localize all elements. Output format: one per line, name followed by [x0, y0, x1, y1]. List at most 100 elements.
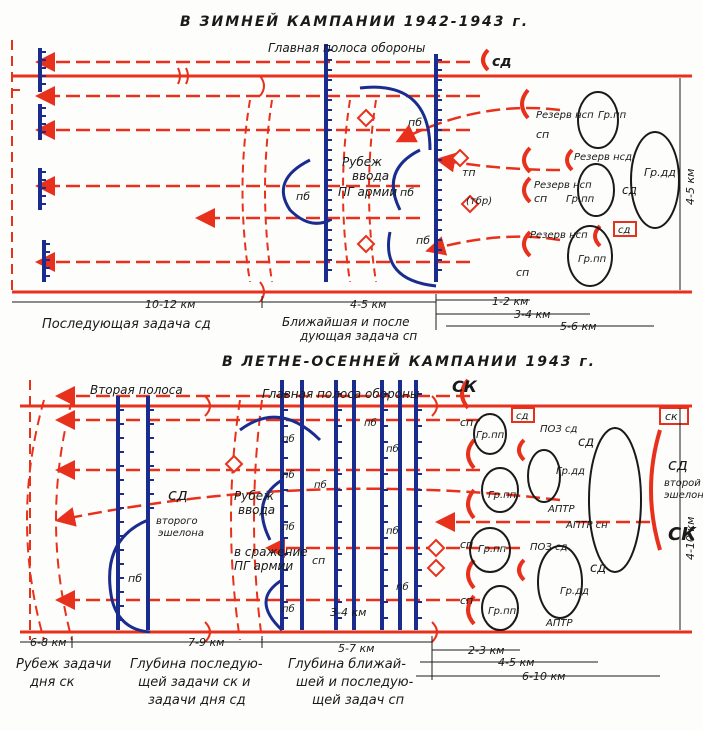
- summer-caption-1a: Рубеж задачи: [16, 657, 111, 672]
- winter-reserve-ovals: [567, 91, 680, 287]
- winter-dim-2: 4-5 км: [350, 298, 386, 311]
- winter-dim-1: 10-12 км: [145, 298, 195, 311]
- winter-rubezh-2: ввода: [352, 169, 389, 183]
- winter-objective-lines: [38, 44, 438, 288]
- summer-dim-6: 6-10 км: [522, 670, 565, 683]
- winter-sp-3: сп: [516, 266, 529, 279]
- summer-caption-3b: шей и последую-: [296, 675, 414, 690]
- summer-flags: [511, 407, 689, 425]
- summer-rubezh-3: в сражение: [234, 545, 308, 559]
- summer-sp-1: сп: [460, 416, 473, 429]
- summer-pb-j: пб: [128, 572, 142, 585]
- summer-sd-second-3: эшелона: [158, 528, 204, 539]
- winter-tick-marks: [40, 49, 442, 277]
- summer-rubezh-1: Рубеж: [234, 489, 274, 503]
- summer-caption-2c: задачи дня сд: [148, 693, 246, 708]
- winter-caption-2a: Ближайшая и после: [282, 315, 409, 329]
- winter-pb-1: пб: [296, 190, 310, 203]
- summer-sd-right-1: сд: [668, 455, 688, 474]
- summer-pb-f: пб: [364, 417, 377, 429]
- summer-caption-2b: щей задачи ск и: [138, 675, 251, 690]
- summer-caption-3c: щей задач сп: [312, 693, 405, 708]
- winter-dim-5: 5-6 км: [560, 320, 596, 333]
- summer-dim-1: 6-8 км: [30, 636, 66, 649]
- summer-dim-2: 7-9 км: [188, 636, 224, 649]
- winter-main-belt-label: Главная полоса обороны: [268, 41, 425, 55]
- summer-pb-b: пб: [282, 469, 295, 481]
- summer-dim-5: 4-5 км: [498, 656, 534, 669]
- summer-caption-1b: дня ск: [29, 675, 75, 690]
- winter-pb-2: пб: [408, 116, 422, 129]
- summer-sp-3: сп: [460, 538, 473, 551]
- summer-reserve-ovals: [469, 413, 642, 631]
- winter-tp: тп: [462, 166, 476, 179]
- winter-advance-arrows: [35, 52, 561, 272]
- winter-dim-3: 1-2 км: [492, 295, 528, 308]
- summer-dim-inner: 3-4 км: [330, 606, 366, 619]
- summer-pb-h: пб: [386, 525, 399, 537]
- winter-reserve-nsd: Резерв нсд: [574, 152, 632, 163]
- summer-sk-big: СК: [668, 524, 697, 545]
- summer-rubezh-4: ПГ армии: [234, 559, 293, 573]
- winter-caption-2b: дующая задача сп: [299, 329, 417, 343]
- summer-sd-oval: сд: [578, 435, 594, 450]
- winter-pb-3: пб: [400, 186, 414, 199]
- winter-boundaries: [11, 40, 692, 303]
- summer-gr-pp-3: Гр.пп: [478, 544, 507, 555]
- summer-gr-pp-4: Гр.пп: [488, 606, 517, 617]
- winter-tbr: (тбр): [466, 195, 492, 207]
- summer-pb-a: пб: [282, 433, 295, 445]
- summer-aptr-1: АПТР: [547, 504, 575, 515]
- winter-dim-vertical: 4-5 км: [684, 169, 697, 205]
- winter-reserve-nsp-3: Резерв нсп: [530, 230, 588, 241]
- summer-pb-d: пб: [282, 603, 295, 615]
- summer-caption-2a: Глубина последую-: [130, 657, 263, 672]
- winter-phase-arcs: [241, 99, 377, 283]
- winter-rubezh-3: ПГ армии: [338, 185, 397, 199]
- summer-poz-2: ПОЗ сд: [530, 542, 567, 553]
- winter-sd-label: сд: [492, 54, 512, 70]
- summer-gr-pp-1: Гр.пп: [476, 430, 505, 441]
- winter-sd-right: сд: [622, 183, 637, 197]
- winter-rubezh-1: Рубеж: [342, 155, 382, 169]
- winter-gr-pp-2: Гр.пп: [566, 194, 595, 205]
- winter-labels: Главная полоса обороны сд Резерв нсп Гр.…: [268, 41, 676, 279]
- summer-pb-i: пб: [396, 581, 409, 593]
- winter-gr-pp-3: Гр.пп: [578, 254, 607, 265]
- summer-sd-second-1: сд: [168, 485, 188, 504]
- winter-dimensions: [12, 78, 681, 330]
- winter-sp-2: сп: [534, 192, 547, 205]
- summer-tick-marks: [118, 393, 422, 621]
- winter-dim-4: 3-4 км: [514, 308, 550, 321]
- summer-unit-brackets: [460, 378, 662, 626]
- summer-pb-e: пб: [314, 479, 327, 491]
- summer-sd-second-2: второго: [156, 516, 198, 527]
- summer-rubezh-2: ввода: [238, 503, 275, 517]
- summer-gr-dd-1: Гр.дд: [556, 466, 585, 477]
- summer-aptr-3: АПТР сн: [565, 520, 608, 531]
- summer-poz-1: ПОЗ сд: [540, 424, 577, 435]
- summer-sk-flag: ск: [665, 410, 678, 423]
- summer-caption-3a: Глубина ближай-: [288, 657, 406, 672]
- winter-gr-dd: Гр.дд: [644, 166, 676, 179]
- summer-dim-4: 2-3 км: [468, 644, 504, 657]
- summer-aptr-2: АПТР: [545, 618, 573, 629]
- summer-sd-flag: сд: [516, 411, 528, 422]
- summer-sd-oval-2: сд: [590, 561, 606, 576]
- winter-sp-1: сп: [536, 128, 549, 141]
- summer-sp-2: сп: [312, 554, 325, 567]
- summer-second-belt: Вторая полоса: [90, 383, 183, 397]
- winter-pb-4: пб: [416, 234, 430, 247]
- summer-main-belt: Главная полоса обороны: [262, 387, 419, 401]
- summer-sd-right-2: второй: [664, 478, 701, 489]
- winter-sd-flag: сд: [618, 225, 630, 236]
- summer-dim-3: 5-7 км: [338, 642, 374, 655]
- summer-sd-right-3: эшелон: [664, 490, 703, 501]
- winter-caption-1: Последующая задача сд: [42, 317, 211, 332]
- winter-flags: [613, 221, 637, 237]
- winter-reserve-nsp-1: Резерв нсп: [536, 110, 594, 121]
- winter-diamonds: [356, 108, 480, 254]
- winter-title: В ЗИМНЕЙ КАМПАНИИ 1942-1943 г.: [180, 13, 529, 30]
